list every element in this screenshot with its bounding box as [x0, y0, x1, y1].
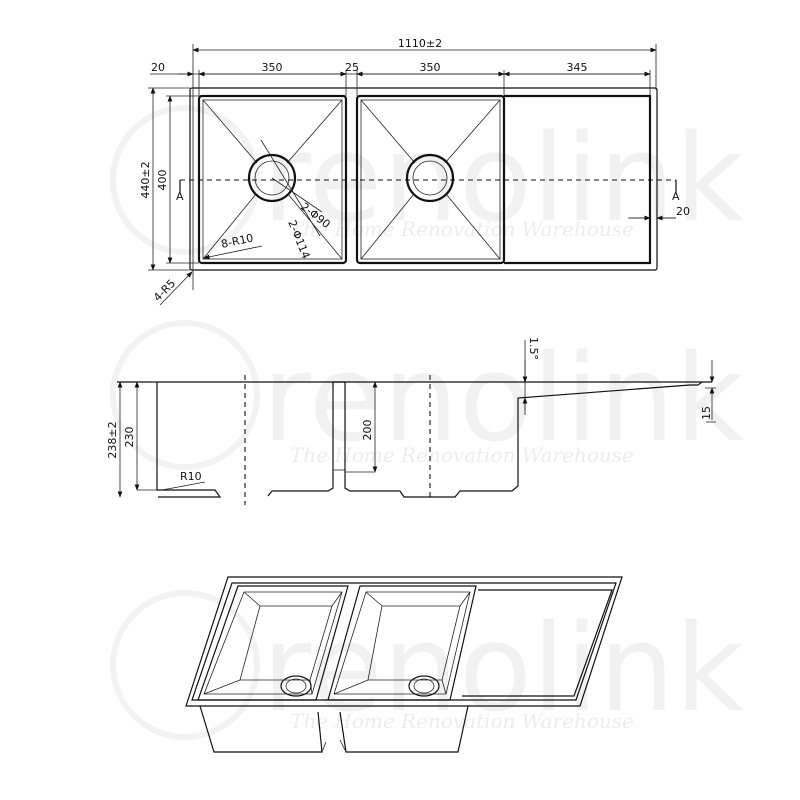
- dim-bowl-radius: 8-R10: [220, 231, 255, 250]
- section-mark-left: A: [176, 190, 184, 203]
- watermark-tagline: The Home Renovation Warehouse: [290, 709, 634, 733]
- dim-overall-width: 1110±2: [398, 37, 442, 50]
- dim-divider: 25: [345, 61, 359, 74]
- watermark-brand: renolink: [262, 330, 745, 469]
- dim-slope-angle: 1.5°: [527, 337, 540, 360]
- perspective-view: [185, 576, 623, 753]
- drain-left: [247, 153, 297, 203]
- dim-right-margin: 20: [676, 205, 690, 218]
- watermark-tagline: The Home Renovation Warehouse: [290, 443, 634, 467]
- drain-right: [405, 153, 455, 203]
- watermark-tagline: The Home Renovation Warehouse: [290, 217, 634, 241]
- dim-overall-depth: 440±2: [139, 161, 152, 198]
- dim-bowl-depth: 400: [156, 170, 169, 191]
- dim-bowl1-width: 350: [262, 61, 283, 74]
- dim-bowl2-width: 350: [420, 61, 441, 74]
- dim-overall-height: 238±2: [106, 421, 119, 458]
- dim-bowl-height: 230: [123, 427, 136, 448]
- dim-left-margin: 20: [151, 61, 165, 74]
- watermark-brand: renolink: [262, 600, 745, 739]
- dim-bottom-radius: R10: [180, 470, 202, 483]
- dim-divider-height: 200: [361, 420, 374, 441]
- dim-drainboard-width: 345: [567, 61, 588, 74]
- section-mark-right: A: [672, 190, 680, 203]
- dim-drainboard-height: 15: [700, 406, 713, 420]
- side-view: 238±2 230 200 R10 1.5° 15: [106, 337, 716, 505]
